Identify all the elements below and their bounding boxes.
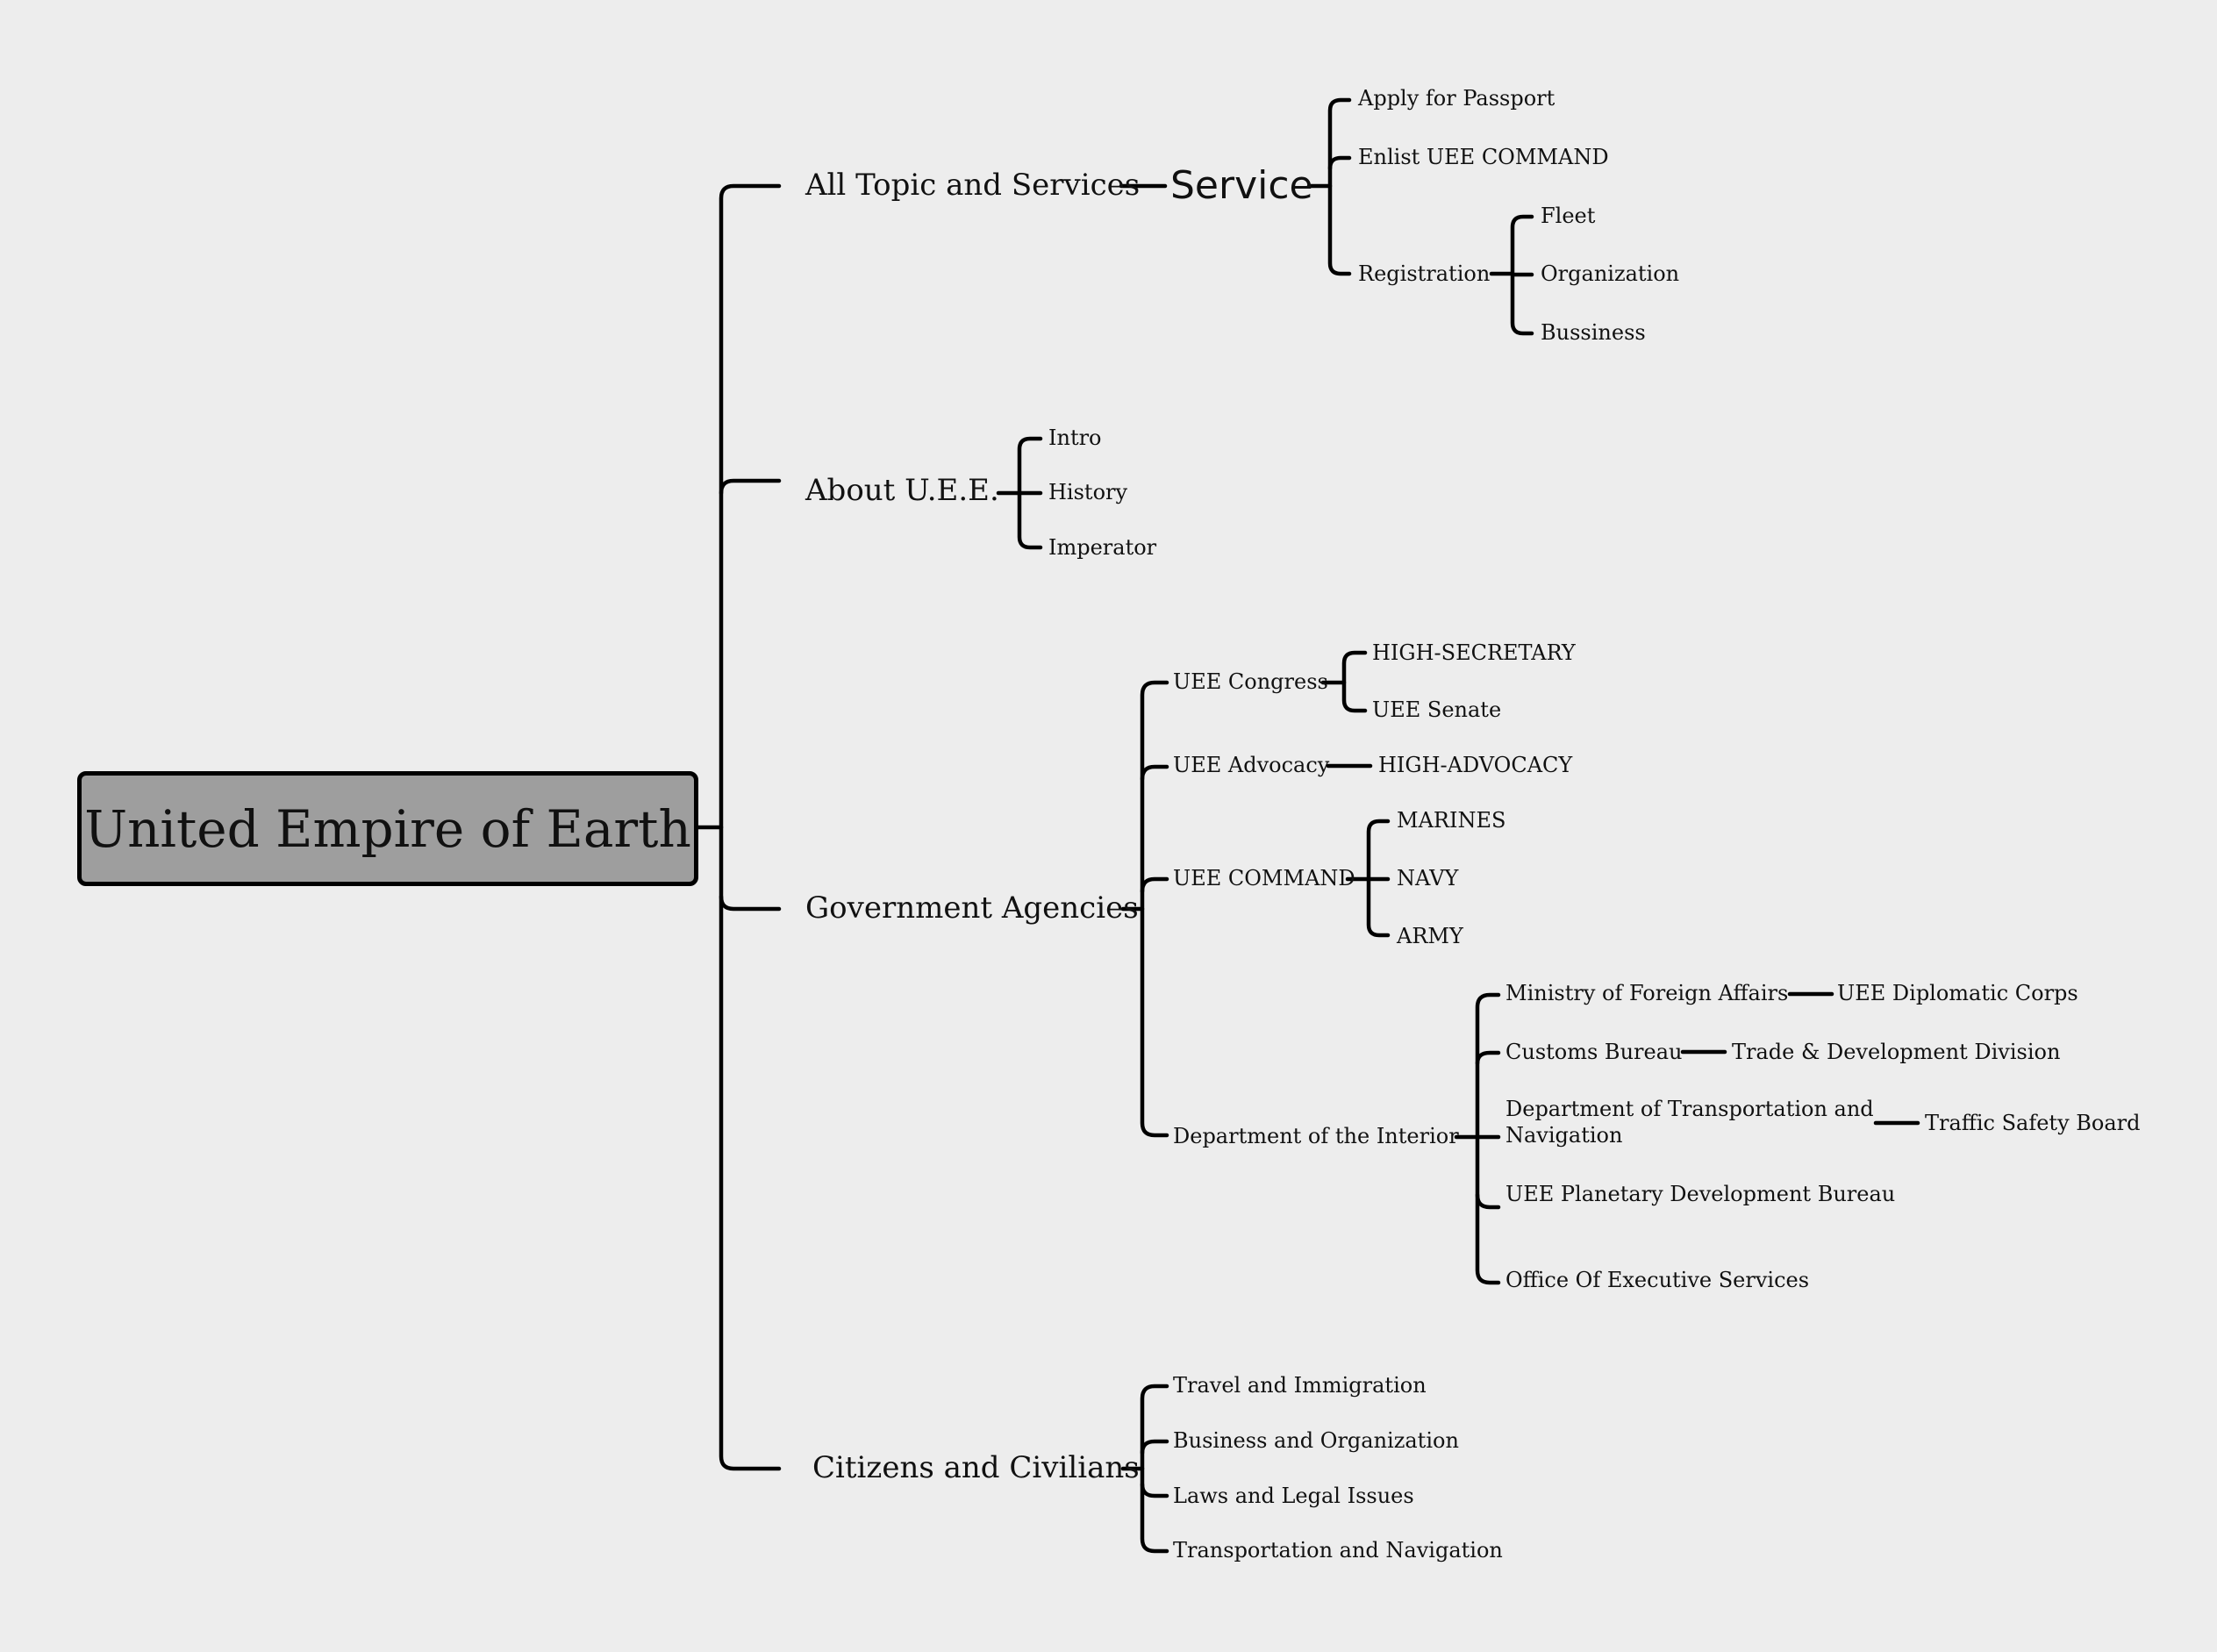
node-uee-command[interactable]: UEE COMMAND — [1173, 866, 1355, 890]
node-diplomatic-corps[interactable]: UEE Diplomatic Corps — [1837, 981, 2078, 1005]
node-transportation-navigation[interactable]: Department of Transportation and Navigat… — [1505, 1097, 1874, 1148]
node-foreign-affairs[interactable]: Ministry of Foreign Affairs — [1505, 981, 1789, 1005]
node-high-secretary[interactable]: HIGH-SECRETARY — [1372, 640, 1576, 665]
node-imperator[interactable]: Imperator — [1048, 535, 1157, 560]
node-customs-bureau[interactable]: Customs Bureau — [1505, 1040, 1683, 1064]
connector-enlist — [1327, 155, 1352, 171]
node-traffic-safety[interactable]: Traffic Safety Board — [1925, 1111, 2141, 1135]
connector-laws — [1140, 1482, 1169, 1498]
node-planetary-development[interactable]: UEE Planetary Development Bureau — [1505, 1182, 1896, 1206]
connector-planetary — [1475, 1192, 1501, 1210]
node-transportation-navigation-civil[interactable]: Transportation and Navigation — [1173, 1538, 1503, 1563]
root-node[interactable]: United Empire of Earth — [77, 771, 698, 886]
topic-all-topics[interactable]: All Topic and Services — [805, 168, 1141, 203]
node-apply-passport[interactable]: Apply for Passport — [1358, 86, 1555, 111]
node-intro[interactable]: Intro — [1048, 426, 1102, 450]
node-uee-congress[interactable]: UEE Congress — [1173, 669, 1328, 694]
node-marines[interactable]: MARINES — [1397, 808, 1506, 833]
node-registration[interactable]: Registration — [1358, 261, 1491, 286]
connector-gov-spine — [1140, 680, 1169, 1138]
node-bussiness[interactable]: Bussiness — [1541, 320, 1646, 345]
node-history[interactable]: History — [1048, 480, 1128, 504]
node-uee-senate[interactable]: UEE Senate — [1372, 697, 1502, 722]
connector-advocacy — [1140, 764, 1169, 782]
connector-gov — [719, 894, 782, 912]
node-organization[interactable]: Organization — [1541, 261, 1680, 286]
connector-congress-spine — [1341, 650, 1368, 713]
node-travel-immigration[interactable]: Travel and Immigration — [1173, 1373, 1427, 1398]
node-business-organization[interactable]: Business and Organization — [1173, 1428, 1459, 1453]
node-navy[interactable]: NAVY — [1397, 866, 1459, 890]
node-department-interior[interactable]: Department of the Interior — [1173, 1124, 1459, 1148]
node-uee-advocacy[interactable]: UEE Advocacy — [1173, 753, 1330, 777]
node-high-advocacy[interactable]: HIGH-ADVOCACY — [1378, 753, 1573, 777]
connector-business — [1140, 1439, 1169, 1455]
topic-about[interactable]: About U.E.E. — [805, 473, 999, 508]
node-enlist-command[interactable]: Enlist UEE COMMAND — [1358, 145, 1609, 169]
connector-main-spine — [719, 183, 782, 1471]
connector-about — [719, 478, 782, 496]
topic-government[interactable]: Government Agencies — [805, 890, 1139, 926]
node-fleet[interactable]: Fleet — [1541, 204, 1596, 228]
node-trade-development[interactable]: Trade & Development Division — [1732, 1040, 2061, 1064]
node-service[interactable]: Service — [1170, 163, 1313, 208]
connector-service-spine — [1327, 97, 1352, 276]
connector-citizens-spine — [1140, 1384, 1169, 1554]
connector-customs — [1475, 1050, 1501, 1066]
connector-command — [1140, 876, 1169, 894]
topic-citizens[interactable]: Citizens and Civilians — [812, 1450, 1140, 1485]
node-executive-services[interactable]: Office Of Executive Services — [1505, 1268, 1810, 1292]
node-army[interactable]: ARMY — [1397, 924, 1463, 948]
node-laws-legal[interactable]: Laws and Legal Issues — [1173, 1484, 1414, 1508]
